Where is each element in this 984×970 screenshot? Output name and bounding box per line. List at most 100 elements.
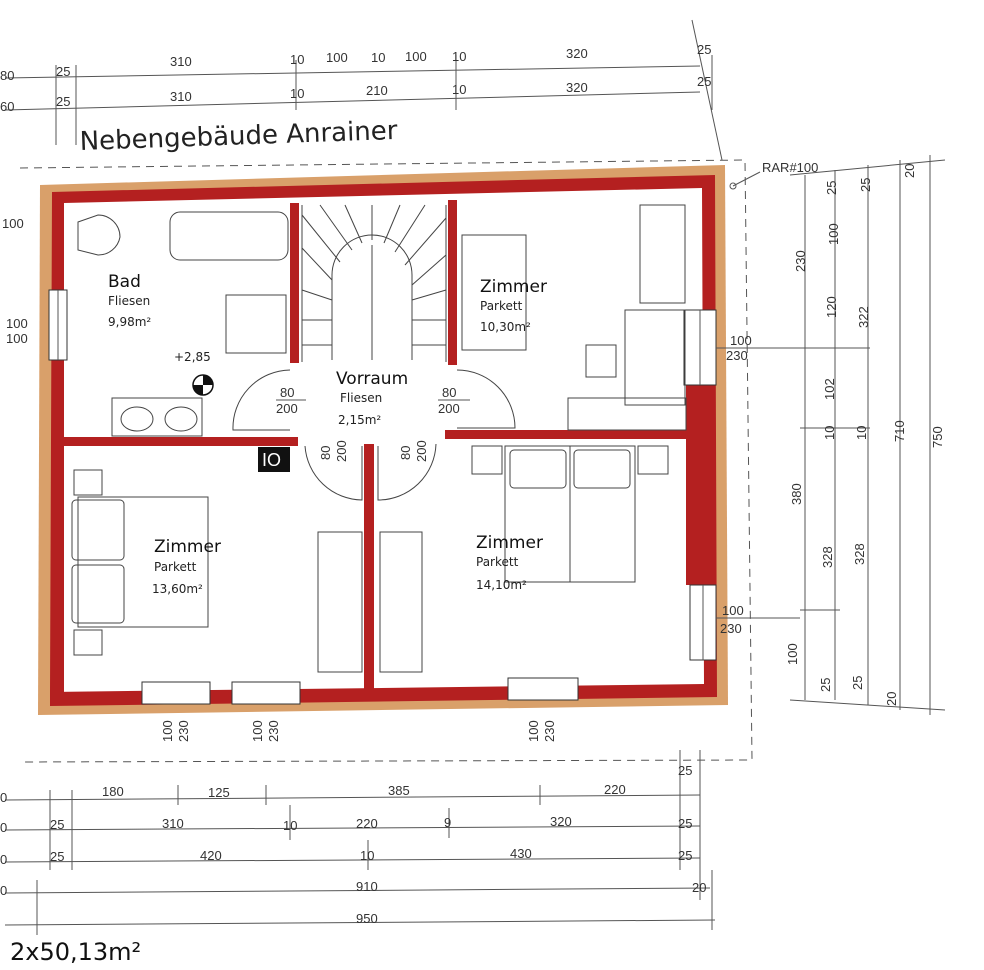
bdim-3-3: 10: [360, 848, 374, 863]
bdim-1-1: 180: [102, 784, 124, 799]
room-zimmer-se-area: 14,10m²: [476, 578, 527, 592]
bdim-3-4: 430: [510, 846, 532, 861]
edge-mark-bottom: 60: [0, 99, 14, 114]
right-dimensions: 230 380 100 25 100 120 102 10 328 25 25 …: [785, 155, 946, 715]
rdim-c3-1: 25: [858, 178, 873, 192]
bmark-3: 0: [0, 852, 7, 867]
bdim-2-4: 220: [356, 816, 378, 831]
top-dim-2-6: 320: [566, 80, 588, 95]
door-sr-top: 80: [398, 446, 413, 460]
win-bottom-1-top: 100: [160, 720, 175, 742]
rdim-c2-2: 100: [826, 223, 841, 245]
rdim-c1-2: 380: [789, 483, 804, 505]
bdim-4-1: 910: [356, 879, 378, 894]
door-left-top: 80: [280, 385, 294, 400]
bdim-1-4: 220: [604, 782, 626, 797]
windows: [48, 289, 717, 705]
edge-mark-top: 80: [0, 68, 14, 83]
bedroom-furniture: [71, 204, 687, 673]
bmark-2: 0: [0, 820, 7, 835]
bdim-2-1: 25: [50, 817, 64, 832]
chimney-box: [258, 447, 290, 472]
top-dim-1-6: 100: [405, 49, 427, 64]
rdim-c2-7: 25: [818, 678, 833, 692]
left-mark-2: 100: [6, 316, 28, 331]
win-right-upper-top: 100: [730, 333, 752, 348]
bottom-dimensions: 0 0 0 0 180 125 385 220 25 25 310 10 220…: [0, 750, 716, 935]
rdim-c4-1: 20: [902, 164, 917, 178]
room-zimmer-se-name: Zimmer: [476, 533, 543, 553]
left-mark-1: 100: [2, 216, 24, 231]
top-dimensions: 80 60 25 310 10 100 10 100 10 320 25 25 …: [0, 19, 723, 161]
room-zimmer-sw-name: Zimmer: [154, 537, 221, 557]
win-bottom-3-bottom: 230: [542, 720, 557, 742]
rdim-c2-5: 10: [822, 426, 837, 440]
rdim-c2-4: 102: [822, 378, 837, 400]
bdim-2-7: 25: [678, 816, 692, 831]
rdim-c1-1: 230: [793, 250, 808, 272]
room-bad-name: Bad: [108, 272, 141, 292]
top-dim-1-3: 10: [290, 52, 304, 67]
win-bottom-3-top: 100: [526, 720, 541, 742]
left-mark-3: 100: [6, 331, 28, 346]
room-vorraum-floor: Fliesen: [340, 391, 382, 405]
room-vorraum-name: Vorraum: [336, 369, 408, 389]
room-zimmer-sw-floor: Parkett: [154, 560, 197, 574]
top-dim-1-4: 100: [326, 50, 348, 65]
bdim-2-3: 10: [283, 818, 297, 833]
win-bottom-2-bottom: 230: [266, 720, 281, 742]
staircase: [301, 204, 447, 362]
win-right-lower-top: 100: [722, 603, 744, 618]
room-zimmer-ne-name: Zimmer: [480, 277, 547, 297]
top-dim-2-3: 10: [290, 86, 304, 101]
bdim-2-2: 310: [162, 816, 184, 831]
bdim-2-5: 9: [444, 815, 451, 830]
rdim-c3-5: 25: [850, 676, 865, 690]
door-right-top: 80: [442, 385, 456, 400]
bathroom-fixtures: [77, 211, 289, 437]
room-bad-floor: Fliesen: [108, 294, 150, 308]
bmark-1: 0: [0, 790, 7, 805]
bdim-1-3: 385: [388, 783, 410, 798]
bdim-1-5: 25: [678, 763, 692, 778]
top-dim-2-1: 25: [56, 94, 70, 109]
room-bad-area: 9,98m²: [108, 315, 151, 329]
win-bottom-1-bottom: 230: [176, 720, 191, 742]
page-title: Nebengebäude Anrainer: [79, 116, 398, 157]
property-line: [19, 159, 753, 763]
room-zimmer-ne-area: 10,30m²: [480, 320, 531, 334]
chimney-label: IO: [262, 450, 281, 470]
door-left-bottom: 200: [276, 401, 298, 416]
room-zimmer-ne-floor: Parkett: [480, 299, 523, 313]
bdim-4-2: 20: [692, 880, 706, 895]
bdim-5-1: 950: [356, 911, 378, 926]
door-sl-top: 80: [318, 446, 333, 460]
rdim-c1-3: 100: [785, 643, 800, 665]
bmark-4: 0: [0, 883, 7, 898]
top-dim-1-9: 25: [697, 42, 711, 57]
bdim-3-2: 420: [200, 848, 222, 863]
rdim-c3-2: 322: [856, 306, 871, 328]
top-dim-1-1: 25: [56, 64, 70, 79]
top-dim-1-5: 10: [371, 50, 385, 65]
win-right-lower-bottom: 230: [720, 621, 742, 636]
door-sr-bottom: 200: [414, 440, 429, 462]
rdim-c3-4: 328: [852, 543, 867, 565]
rdim-c3-3: 10: [854, 426, 869, 440]
top-dim-2-4: 210: [366, 83, 388, 98]
rar-label: RAR#100: [762, 160, 818, 175]
room-vorraum-area: 2,15m²: [338, 413, 381, 427]
top-dim-2-7: 25: [697, 74, 711, 89]
top-dim-2-5: 10: [452, 82, 466, 97]
level-label: +2,85: [174, 350, 211, 364]
bdim-3-5: 25: [678, 848, 692, 863]
win-bottom-2-top: 100: [250, 720, 265, 742]
win-right-upper-bottom: 230: [726, 348, 748, 363]
bdim-2-6: 320: [550, 814, 572, 829]
top-dim-1-8: 320: [566, 46, 588, 61]
top-dim-2-2: 310: [170, 89, 192, 104]
room-zimmer-sw-area: 13,60m²: [152, 582, 203, 596]
bdim-3-1: 25: [50, 849, 64, 864]
walls: [38, 165, 728, 715]
